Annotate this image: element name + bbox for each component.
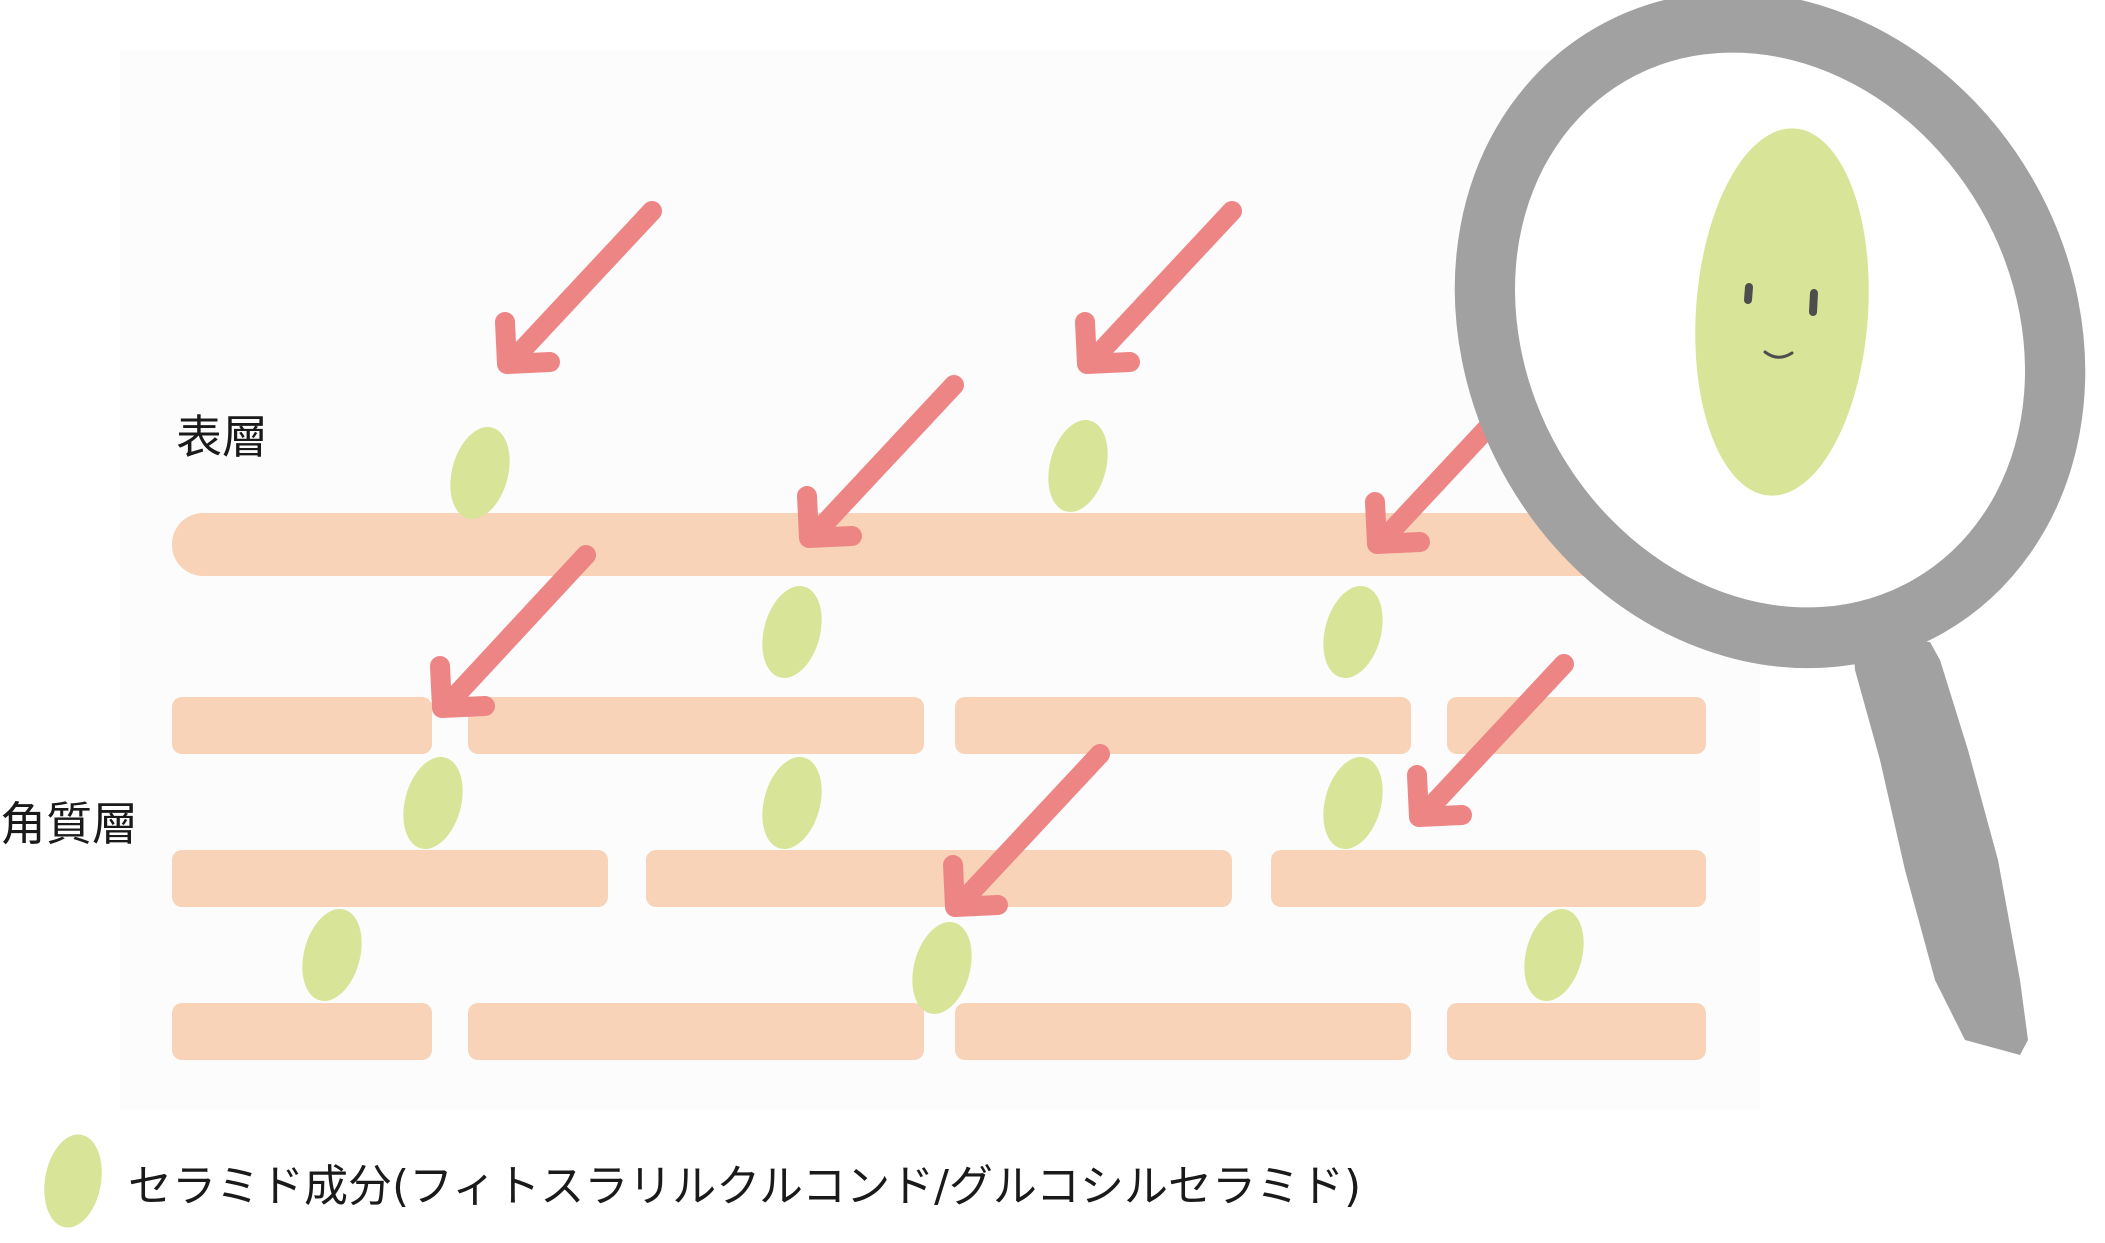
- magnifier-handle: [1838, 568, 2028, 1055]
- cell-bar: [955, 1003, 1411, 1060]
- cell-bar: [1447, 1003, 1706, 1060]
- arrow-icon: [943, 744, 1110, 917]
- ceramide-icon: [912, 922, 972, 1014]
- cell-bar: [468, 697, 924, 754]
- ceramides: [302, 420, 1584, 1014]
- ceramide-icon: [302, 909, 362, 1001]
- skin-layers: [172, 513, 1706, 1060]
- cell-bar: [1271, 850, 1706, 907]
- surface-layer-label: 表層: [176, 410, 268, 464]
- ceramide-character: [1695, 128, 1869, 496]
- ceramide-icon: [1524, 909, 1584, 1001]
- magnifying-glass-icon: [1454, 0, 2086, 1055]
- character-smile: [1763, 350, 1794, 359]
- arrow-icon: [797, 375, 964, 548]
- ceramide-icon: [450, 427, 510, 519]
- ceramide-icon: [44, 1134, 102, 1228]
- cell-bar: [468, 1003, 924, 1060]
- ceramide-icon: [762, 757, 822, 849]
- arrow-icon: [430, 545, 596, 718]
- ceramide-icon: [762, 586, 822, 678]
- legend-label: セラミド成分(フィトスラリルクルコンド/グルコシルセラミド): [128, 1161, 1361, 1212]
- surface-layer-bar: [172, 513, 1704, 576]
- cell-bar: [172, 850, 608, 907]
- cell-bar: [172, 1003, 432, 1060]
- cell-bar: [955, 697, 1411, 754]
- character-left-eye: [1744, 283, 1753, 304]
- legend: セラミド成分(フィトスラリルクルコンド/グルコシルセラミド): [44, 1134, 1361, 1228]
- arrow-icon: [1407, 654, 1574, 827]
- magnifier-ring: [1454, 0, 2086, 669]
- arrow-icon: [1075, 201, 1242, 374]
- arrow-icon: [495, 201, 662, 374]
- ceramide-icon: [1323, 586, 1383, 678]
- cell-bar: [172, 697, 432, 754]
- cell-bar: [646, 850, 1232, 907]
- ceramide-icon: [403, 757, 463, 849]
- ceramide-icon: [1323, 757, 1383, 849]
- character-right-eye: [1809, 289, 1818, 316]
- stratum-corneum-label: 角質層: [0, 797, 138, 851]
- ceramide-icon: [1048, 420, 1108, 512]
